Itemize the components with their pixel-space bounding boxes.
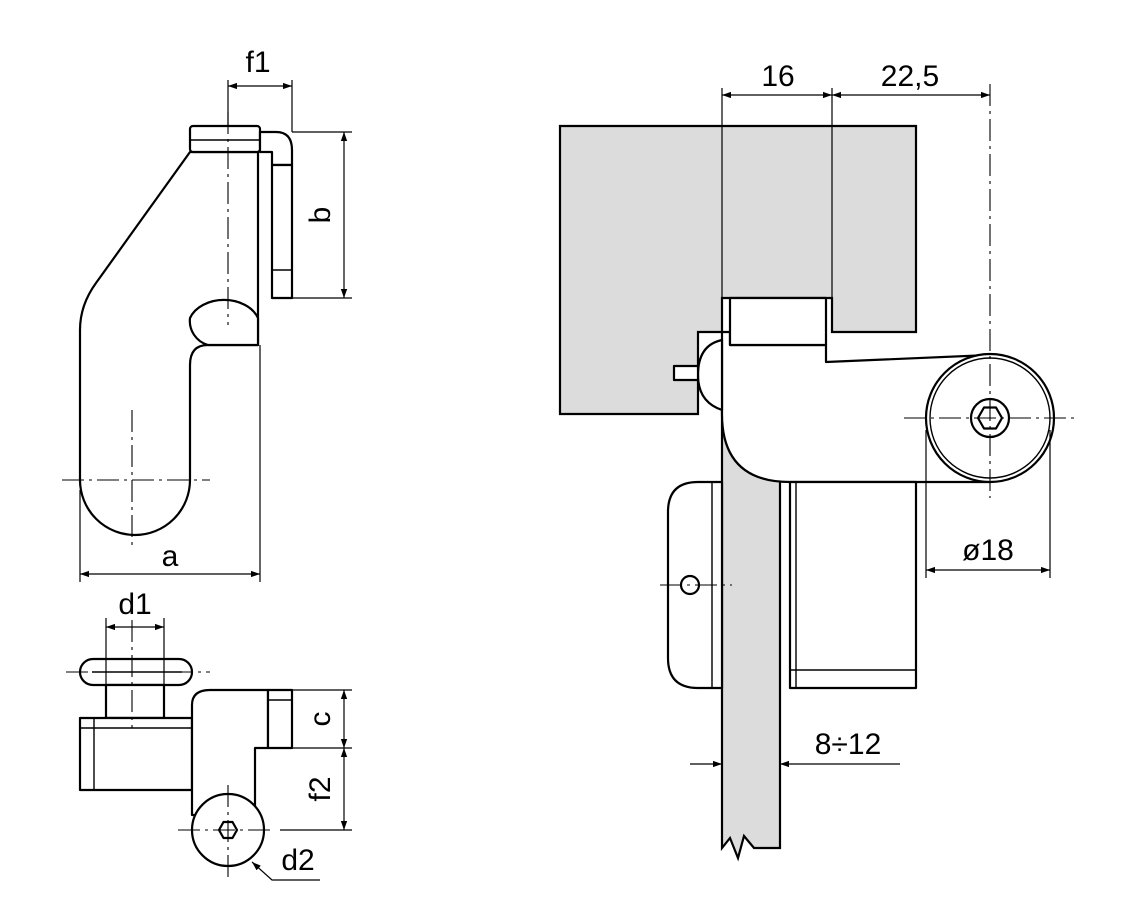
label-c: c <box>304 712 337 727</box>
label-b: b <box>304 207 337 224</box>
label-f2: f2 <box>304 776 337 801</box>
clamp-block <box>788 480 918 690</box>
front-view: f1 b a <box>62 46 352 582</box>
top-view: d1 c f2 d2 <box>66 588 352 881</box>
glass-panel <box>720 411 782 862</box>
label-8-12: 8÷12 <box>815 728 882 761</box>
label-d2: d2 <box>281 844 314 877</box>
side-clip <box>696 338 724 412</box>
bracket <box>258 130 294 167</box>
leader-d2 <box>251 861 320 881</box>
pin-bore <box>188 298 260 347</box>
label-16: 16 <box>761 60 794 93</box>
label-d1: d1 <box>118 588 151 621</box>
hinge-body <box>720 330 992 484</box>
knob-stem <box>104 683 166 720</box>
top-arm <box>190 688 270 817</box>
label-22-5: 22,5 <box>881 60 939 93</box>
section-view: 16 22,5 ø18 8÷12 <box>558 60 1076 862</box>
top-cap <box>188 124 262 154</box>
mounting-plate <box>270 163 294 300</box>
label-dia18: ø18 <box>962 534 1014 567</box>
label-f1: f1 <box>245 46 270 79</box>
hinge-arm-outline <box>78 150 260 537</box>
hinge-top-block <box>728 296 828 347</box>
top-plate <box>266 688 294 750</box>
label-a: a <box>162 540 179 573</box>
base-block <box>78 716 194 792</box>
clip-tab <box>672 364 700 382</box>
